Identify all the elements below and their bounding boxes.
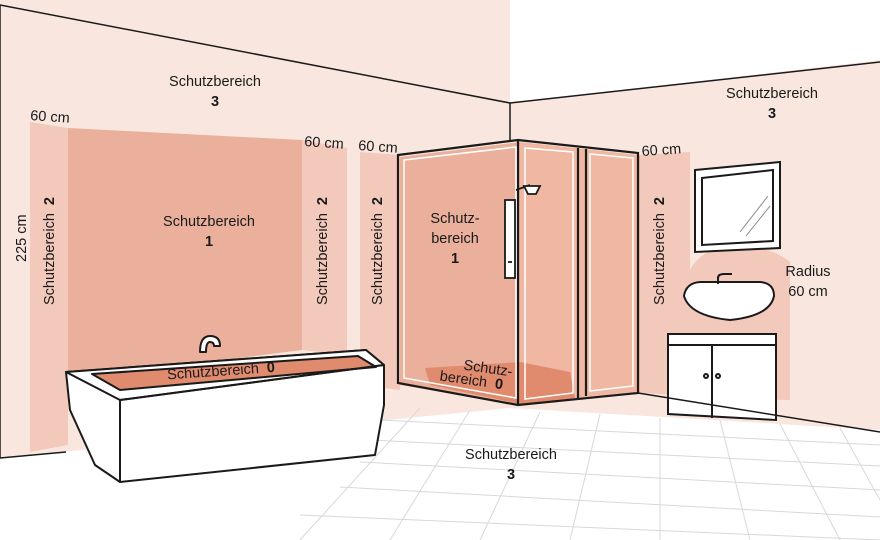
- zone3-wall-right-num: 3: [768, 106, 776, 122]
- zone2-shower-left-name: Schutzbereich: [370, 213, 386, 305]
- height-dimension: 225 cm: [14, 214, 30, 262]
- zone1-shower-line1: Schutz-: [430, 211, 479, 227]
- zone1-tub-area: [68, 128, 302, 380]
- zone0-shower-num: 0: [494, 376, 504, 393]
- zone2-left-name: Schutzbereich: [42, 213, 58, 305]
- zone2-left-label: Schutzbereich 2: [42, 197, 58, 305]
- zone1-wall-label: Schutzbereich: [163, 214, 255, 230]
- floor-tiles: [299, 407, 880, 540]
- zone0-shower-line1: Schutz-: [462, 358, 513, 381]
- sink: [682, 273, 776, 322]
- shower-head-icon: [504, 184, 542, 279]
- radius-label-line2: 60 cm: [788, 284, 828, 300]
- dim-60cm-left: 60 cm: [30, 108, 71, 127]
- bathtub: [65, 335, 385, 483]
- zone1-wall-num: 1: [205, 234, 213, 250]
- zone3-floor-label: Schutzbereich: [465, 447, 557, 463]
- shower-tray-zone0: [425, 362, 575, 404]
- zone0-shower-line2-text: bereich: [439, 368, 488, 390]
- zone2-tub-right-name: Schutzbereich: [315, 213, 331, 305]
- zone0-tub-label: Schutzbereich 0: [167, 360, 276, 383]
- radius-label-line1: Radius: [785, 264, 830, 280]
- zone1-shower-num: 1: [451, 251, 459, 267]
- dim-60cm-tub-right: 60 cm: [304, 134, 345, 153]
- zone0-shower-line2: bereich 0: [439, 368, 504, 393]
- zone1-shower-line2: bereich: [431, 231, 479, 247]
- zone3-floor-num: 3: [507, 467, 515, 483]
- zone3-wall-left-num: 3: [211, 94, 219, 110]
- zone2-shower-right-label: Schutzbereich 2: [652, 197, 668, 305]
- zone3-wall-right-label: Schutzbereich: [726, 86, 818, 102]
- zone2-left-band: [30, 122, 68, 452]
- zone3-wall-left-label: Schutzbereich: [169, 74, 261, 90]
- room-edges: [0, 4, 880, 459]
- zone2-tub-right-label: Schutzbereich 2: [315, 197, 331, 305]
- dim-60cm-shower-right: 60 cm: [641, 141, 682, 160]
- zone0-tub-num: 0: [266, 360, 275, 377]
- vanity-cabinet: [667, 333, 777, 422]
- zone2-shower-right-name: Schutzbereich: [652, 213, 668, 305]
- tub-faucet-icon: [199, 335, 221, 353]
- zone2-shower-left-label: Schutzbereich 2: [370, 197, 386, 305]
- zone2-shower-left-band: [360, 152, 400, 390]
- zone2-tub-right-band: [302, 140, 347, 355]
- zone2-tub-right-num: 2: [315, 197, 331, 205]
- zone2-shower-left-num: 2: [370, 197, 386, 205]
- zone2-shower-right-num: 2: [652, 197, 668, 205]
- dim-60cm-shower-left: 60 cm: [358, 138, 399, 157]
- zone0-tub-name: Schutzbereich: [167, 361, 260, 383]
- shower-enclosure: [396, 138, 640, 407]
- mirror: [694, 160, 781, 254]
- zone2-left-num: 2: [42, 197, 58, 205]
- sink-faucet-icon: [717, 273, 732, 284]
